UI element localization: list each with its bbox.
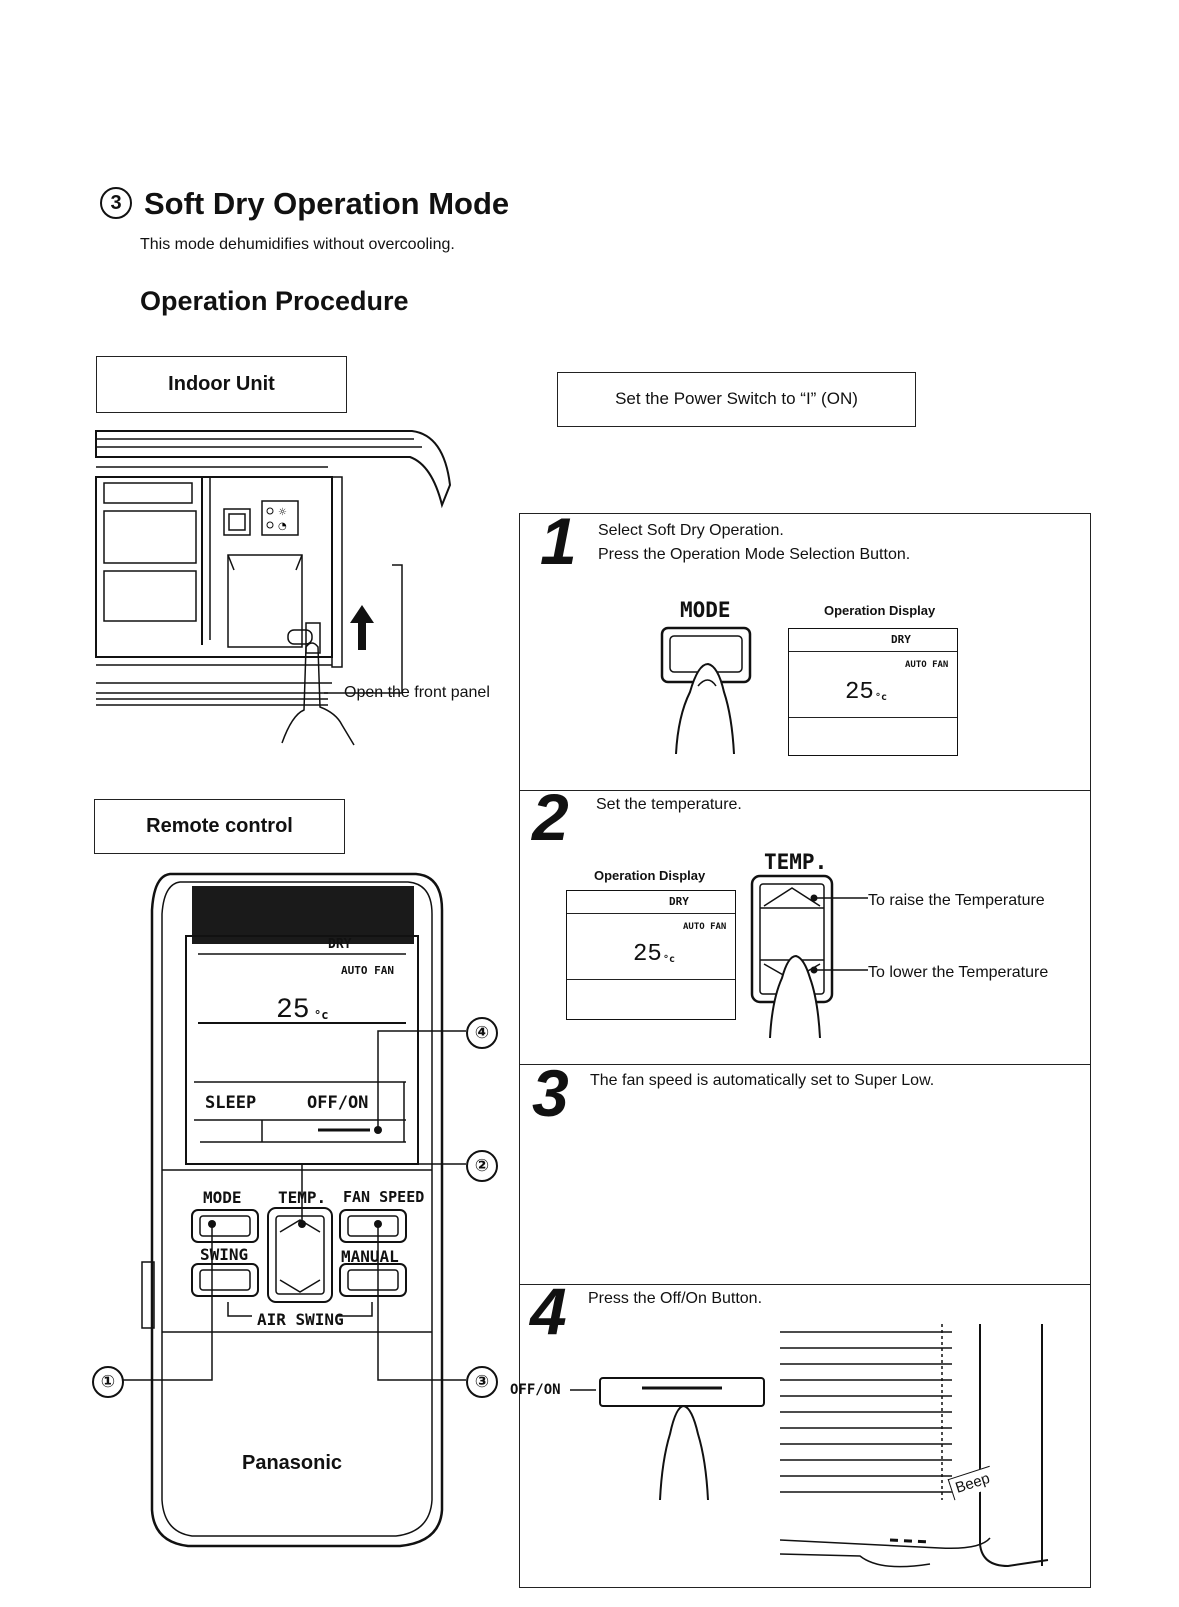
svg-text:◔: ◔ [278, 521, 287, 532]
procedure-heading: Operation Procedure [140, 286, 409, 316]
callout-2: ② [466, 1150, 498, 1182]
step-1-number: 1 [540, 504, 577, 578]
step-2-number: 2 [532, 780, 569, 854]
step-2-display-label: Operation Display [594, 868, 706, 883]
mode-label: MODE [203, 1188, 242, 1207]
step-1-display-fan: AUTO FAN [905, 660, 949, 670]
fan-speed-label: FAN SPEED [343, 1188, 425, 1206]
callout-4: ④ [466, 1017, 498, 1049]
step-4-line1: Press the Off/On Button. [588, 1290, 763, 1307]
step-2-display-fan: AUTO FAN [683, 922, 727, 932]
step-1-line2: Press the Operation Mode Selection Butto… [598, 546, 911, 563]
brand-logo: Panasonic [242, 1452, 343, 1474]
step-2-temp-label: TEMP. [764, 850, 828, 874]
step-2-operation-display: DRY AUTO FAN 25 °c [566, 890, 736, 1020]
step-divider [520, 1284, 1090, 1285]
step-2-line1: Set the temperature. [596, 796, 742, 813]
step-4-number: 4 [530, 1274, 567, 1348]
section-title: 3 Soft Dry Operation Mode [100, 186, 509, 222]
power-switch-instruction: Set the Power Switch to “I” (ON) [557, 372, 916, 427]
step-2-lower-text: To lower the Temperature [868, 964, 1049, 981]
step-2-display-unit: °c [663, 954, 676, 965]
steps-panel: 1 Select Soft Dry Operation. Press the O… [510, 508, 1091, 1588]
step-4-offon-button-press[interactable] [566, 1376, 776, 1506]
offon-label: OFF/ON [307, 1093, 369, 1113]
step-1-mode-button-press[interactable] [650, 626, 760, 756]
step-1-display-label: Operation Display [824, 603, 936, 618]
remote-display-fan: AUTO FAN [341, 964, 394, 977]
step-3-number: 3 [532, 1056, 569, 1130]
open-front-panel-caption: Open the front panel [344, 684, 490, 701]
remote-display-mode: DRY [328, 937, 352, 952]
step-4-indoor-unit-louvers [780, 1324, 1049, 1568]
step-2-raise-text: To raise the Temperature [868, 892, 1045, 909]
step-1-display-unit: °c [875, 692, 888, 703]
svg-text:☼: ☼ [278, 507, 287, 518]
indoor-unit-illustration: ☼ ◔ [95, 430, 452, 746]
step-1-display-temp: 25 [845, 679, 874, 706]
remote-control-body [141, 872, 444, 1548]
step-1-display-mode: DRY [891, 633, 911, 646]
section-subtitle: This mode dehumidifies without overcooli… [140, 236, 455, 253]
manual-label: MANUAL [341, 1247, 399, 1266]
step-2-temp-button-press[interactable] [748, 870, 1108, 1040]
sleep-button-label: SLEEP [205, 1093, 257, 1113]
step-2-display-mode: DRY [669, 895, 689, 908]
remote-display-temp: 25 [276, 995, 310, 1026]
step-divider [520, 790, 1090, 791]
step-1-mode-label: MODE [680, 598, 731, 622]
remote-control-heading: Remote control [94, 799, 345, 854]
step-1-operation-display: DRY AUTO FAN 25 °c [788, 628, 958, 756]
step-1-line1: Select Soft Dry Operation. [598, 522, 784, 539]
callout-1: ① [92, 1366, 124, 1398]
callout-3: ③ [466, 1366, 498, 1398]
section-number: 3 [100, 186, 132, 219]
air-swing-label: AIR SWING [257, 1310, 344, 1329]
step-2-display-temp: 25 [633, 941, 662, 968]
indoor-unit-heading: Indoor Unit [96, 356, 347, 413]
title-text: Soft Dry Operation Mode [144, 186, 510, 221]
step-3-line1: The fan speed is automatically set to Su… [590, 1072, 935, 1089]
remote-display-unit: °c [314, 1008, 329, 1022]
step-divider [520, 1064, 1090, 1065]
step-4-offon-label: OFF/ON [510, 1382, 561, 1398]
